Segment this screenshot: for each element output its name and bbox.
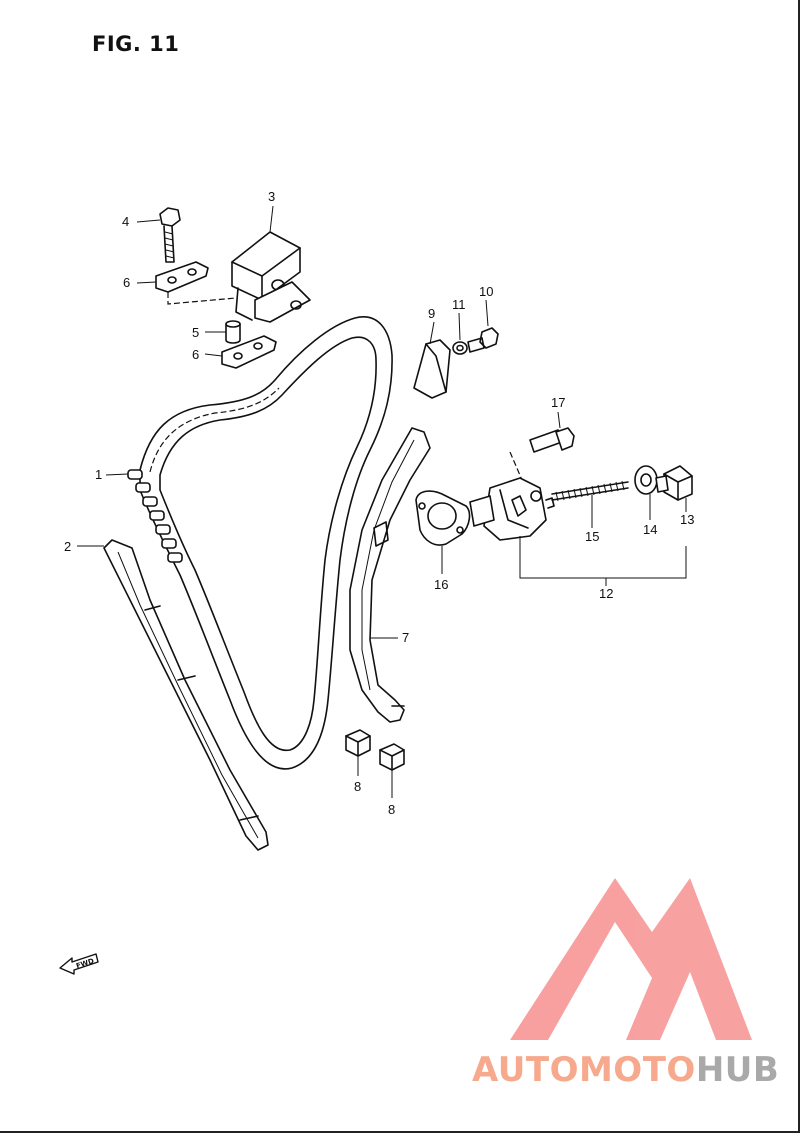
label-6-upper: 6: [123, 275, 130, 290]
label-10: 10: [479, 284, 493, 299]
assembly-line-17: [509, 451, 523, 481]
label-9: 9: [428, 306, 435, 321]
chain-cushion-9: [413, 339, 451, 399]
watermark-logo-icon: [510, 878, 752, 1040]
gasket-16: [415, 490, 471, 546]
watermark-word-hub: HUB: [695, 1050, 780, 1090]
damper-8b: [379, 743, 405, 771]
label-11: 11: [452, 297, 466, 312]
cam-chain: [127, 316, 393, 770]
assembly-line-6: [167, 292, 237, 305]
figure-title: FIG. 11: [92, 32, 180, 56]
damper-8a: [345, 729, 371, 757]
spring-15: [551, 480, 629, 502]
label-5: 5: [192, 325, 199, 340]
label-16: 16: [434, 577, 448, 592]
label-2: 2: [64, 539, 71, 554]
chain-guide-holder: [231, 231, 311, 323]
bolt-10: [467, 327, 499, 353]
tensioner-body-12: [469, 477, 555, 541]
dowel-pin-5: [225, 320, 241, 344]
label-3: 3: [268, 189, 275, 204]
washer-11: [452, 341, 468, 355]
label-1: 1: [95, 467, 102, 482]
label-15: 15: [585, 529, 599, 544]
fwd-label: FWD: [75, 957, 95, 970]
label-4: 4: [122, 214, 129, 229]
part-labels: 4 3 6 5 6 1 2 9 11 10 17 7 8 8 16 15 14 …: [64, 189, 694, 817]
cap-bolt-13: [655, 465, 693, 501]
washer-14: [634, 465, 658, 495]
bolt-17: [529, 427, 575, 453]
label-7: 7: [402, 630, 409, 645]
rear-chain-guide: [103, 539, 269, 851]
fwd-arrow-icon: FWD: [59, 953, 99, 975]
plate-6-upper: [155, 261, 209, 293]
plate-6-lower: [221, 335, 277, 369]
watermark-word-automoto: AUTOMOTO: [472, 1050, 696, 1090]
label-12: 12: [599, 586, 613, 601]
leader-lines: [77, 205, 687, 798]
label-17: 17: [551, 395, 565, 410]
label-6-lower: 6: [192, 347, 199, 362]
bolt-4: [159, 207, 181, 263]
label-8a: 8: [354, 779, 361, 794]
label-8b: 8: [388, 802, 395, 817]
front-chain-guide: [349, 427, 431, 723]
watermark-text: AUTOMOTOHUB: [472, 1050, 779, 1090]
label-14: 14: [643, 522, 657, 537]
chain-links: [127, 469, 183, 563]
label-13: 13: [680, 512, 694, 527]
